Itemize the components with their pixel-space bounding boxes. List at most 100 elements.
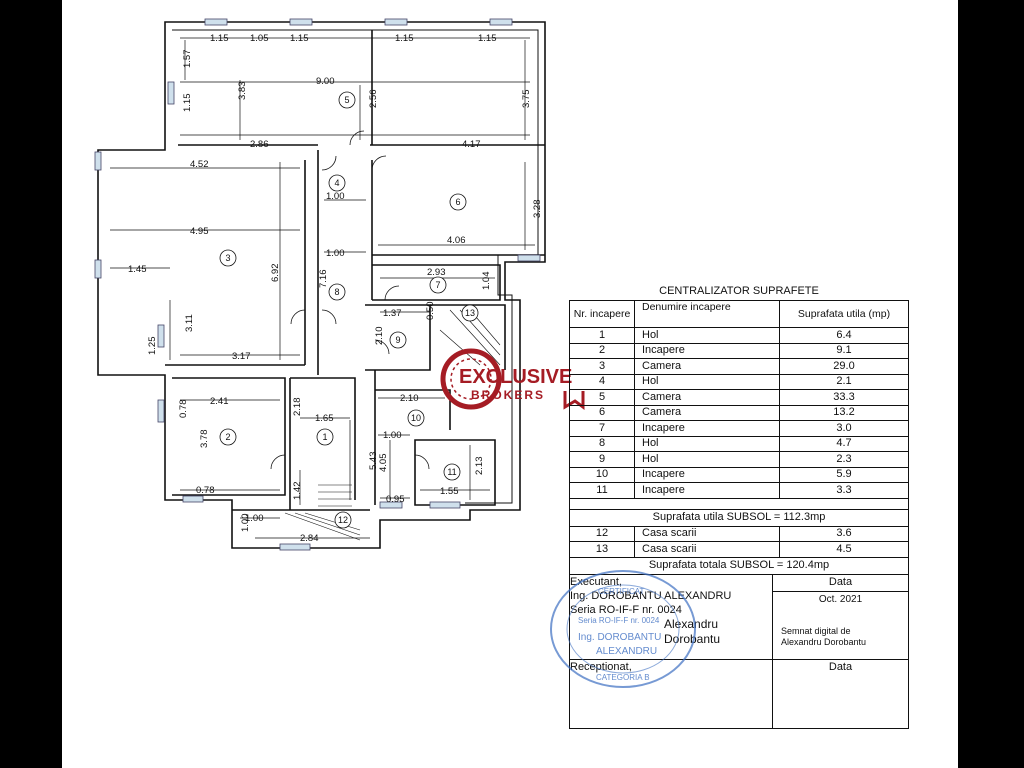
- cell-nr: 2: [570, 343, 635, 358]
- dimension-label: 2.93: [427, 267, 446, 278]
- door-room11: [414, 454, 430, 470]
- cell-area: 5.9: [836, 468, 852, 481]
- dimension-label: 1.15: [290, 33, 309, 44]
- room-number: 10: [411, 413, 421, 423]
- room-number: 2: [225, 432, 230, 442]
- date-value: Oct. 2021: [818, 593, 863, 605]
- cell-nr: 4: [570, 374, 635, 389]
- cell-name: Camera: [635, 390, 780, 405]
- cell-name: Casa scarii: [635, 526, 780, 541]
- dimension-label: 2.10: [400, 393, 419, 404]
- wall-room11: [414, 439, 496, 506]
- dimension-label: 2.56: [368, 90, 379, 109]
- cell-nr: 3: [570, 359, 635, 374]
- wall-room10: [374, 370, 451, 505]
- cell-name: Casa scarii: [635, 542, 780, 557]
- dimension-label: 1.00: [240, 514, 251, 533]
- cell-nr: 11: [570, 483, 635, 498]
- engineer-name: Ing. DOROBANTU ALEXANDRU: [570, 589, 732, 602]
- cell-nr: 9: [570, 452, 635, 467]
- wall-corridor: [317, 150, 373, 375]
- table-header: Nr. incapere Denumire incapere Suprafata…: [570, 300, 908, 328]
- room-number: 11: [447, 467, 456, 477]
- dimension-label: 4.05: [378, 454, 389, 473]
- cell-area: 9.1: [836, 344, 852, 357]
- cell-nr: 10: [570, 467, 635, 482]
- dimension-label: 6.92: [270, 264, 281, 283]
- cell-area: 33.3: [833, 390, 855, 403]
- dimension-label: 3.83: [237, 82, 248, 101]
- cell-area: 2.3: [836, 452, 852, 465]
- cell-nr: 7: [570, 421, 635, 436]
- room-number: 8: [334, 287, 339, 297]
- cell-nr: 13: [570, 542, 635, 557]
- cell-nr: 6: [570, 405, 635, 420]
- dimension-label: 1.45: [128, 264, 147, 275]
- outer-wall: [97, 21, 546, 549]
- dimension-label: 1.15: [395, 33, 414, 44]
- dimension-label: 3.28: [532, 200, 543, 219]
- cell-name: Incapere: [635, 421, 780, 436]
- dimension-label: 3.75: [521, 90, 532, 109]
- stamp-line4: ALEXANDRU: [596, 646, 657, 657]
- drawing-sheet: [62, 0, 958, 768]
- header-name: Denumire incapere: [635, 300, 780, 328]
- door-room8: [321, 309, 337, 325]
- dimension-label: 2.84: [300, 533, 319, 544]
- dimension-label: 9.00: [316, 76, 335, 87]
- cell-nr: 1: [570, 328, 635, 343]
- room-number: 9: [395, 335, 400, 345]
- stamp-line3: Ing. DOROBANTU: [578, 632, 661, 643]
- wall-room7: [372, 264, 501, 301]
- digital-signature-line1: Semnat digital de: [781, 625, 851, 636]
- door-room7: [384, 285, 400, 301]
- digital-signature-line2: Alexandru Dorobantu: [781, 636, 867, 647]
- room-number: 12: [338, 515, 348, 525]
- dimension-label: 5.43: [368, 452, 379, 471]
- cell-name: Incapere: [635, 467, 780, 482]
- cell-area: 3.0: [836, 421, 852, 434]
- dimension-label: 2.18: [292, 398, 303, 417]
- cell-name: Hol: [635, 452, 780, 467]
- dimension-label: 1.57: [182, 50, 193, 69]
- door-room10: [374, 339, 390, 355]
- cell-area: 2.1: [836, 375, 852, 388]
- logo-text-line1: EXCLUSIVE: [459, 366, 572, 388]
- summary-title: CENTRALIZATOR SUPRAFETE: [659, 285, 819, 297]
- dimension-label: 1.25: [147, 337, 158, 356]
- dimension-label: 2.13: [474, 457, 485, 476]
- cell-area: 29.0: [833, 359, 855, 372]
- receptionat-cell: Receptionat,: [570, 659, 773, 728]
- dimension-label: 4.95: [190, 226, 209, 237]
- date-label: Data: [828, 575, 853, 588]
- stamp-line5: CATEGORIA B: [596, 673, 650, 682]
- dimension-label: 1.15: [182, 94, 193, 113]
- stamp-line2: Seria RO-IF-F nr. 0024: [578, 616, 660, 625]
- subtotal-row: Suprafata utila SUBSOL = 112.3mp: [570, 508, 908, 526]
- cell-name: Incapere: [635, 483, 780, 498]
- cell-name: Hol: [635, 374, 780, 389]
- cell-name: Hol: [635, 436, 780, 451]
- dimension-label: 0.95: [386, 494, 405, 505]
- cell-area: 13.2: [833, 406, 855, 419]
- room-number: 1: [322, 432, 327, 442]
- dimension-label: 1.65: [315, 413, 334, 424]
- engineer-stamp: CERTIFICAT Seria RO-IF-F nr. 0024 Ing. D…: [548, 568, 698, 690]
- dimension-label: 1.00: [326, 191, 345, 202]
- total-row: Suprafata totala SUBSOL = 120.4mp: [570, 556, 908, 574]
- dimension-label: 3.17: [232, 351, 251, 362]
- room-number: 7: [435, 280, 440, 290]
- cell-area: 4.5: [836, 542, 852, 555]
- dimension-label: 7.16: [318, 270, 329, 289]
- dimension-label: 0.78: [178, 400, 189, 419]
- cell-nr: 12: [570, 526, 635, 541]
- room-number: 6: [455, 197, 460, 207]
- cell-name: Hol: [635, 328, 780, 343]
